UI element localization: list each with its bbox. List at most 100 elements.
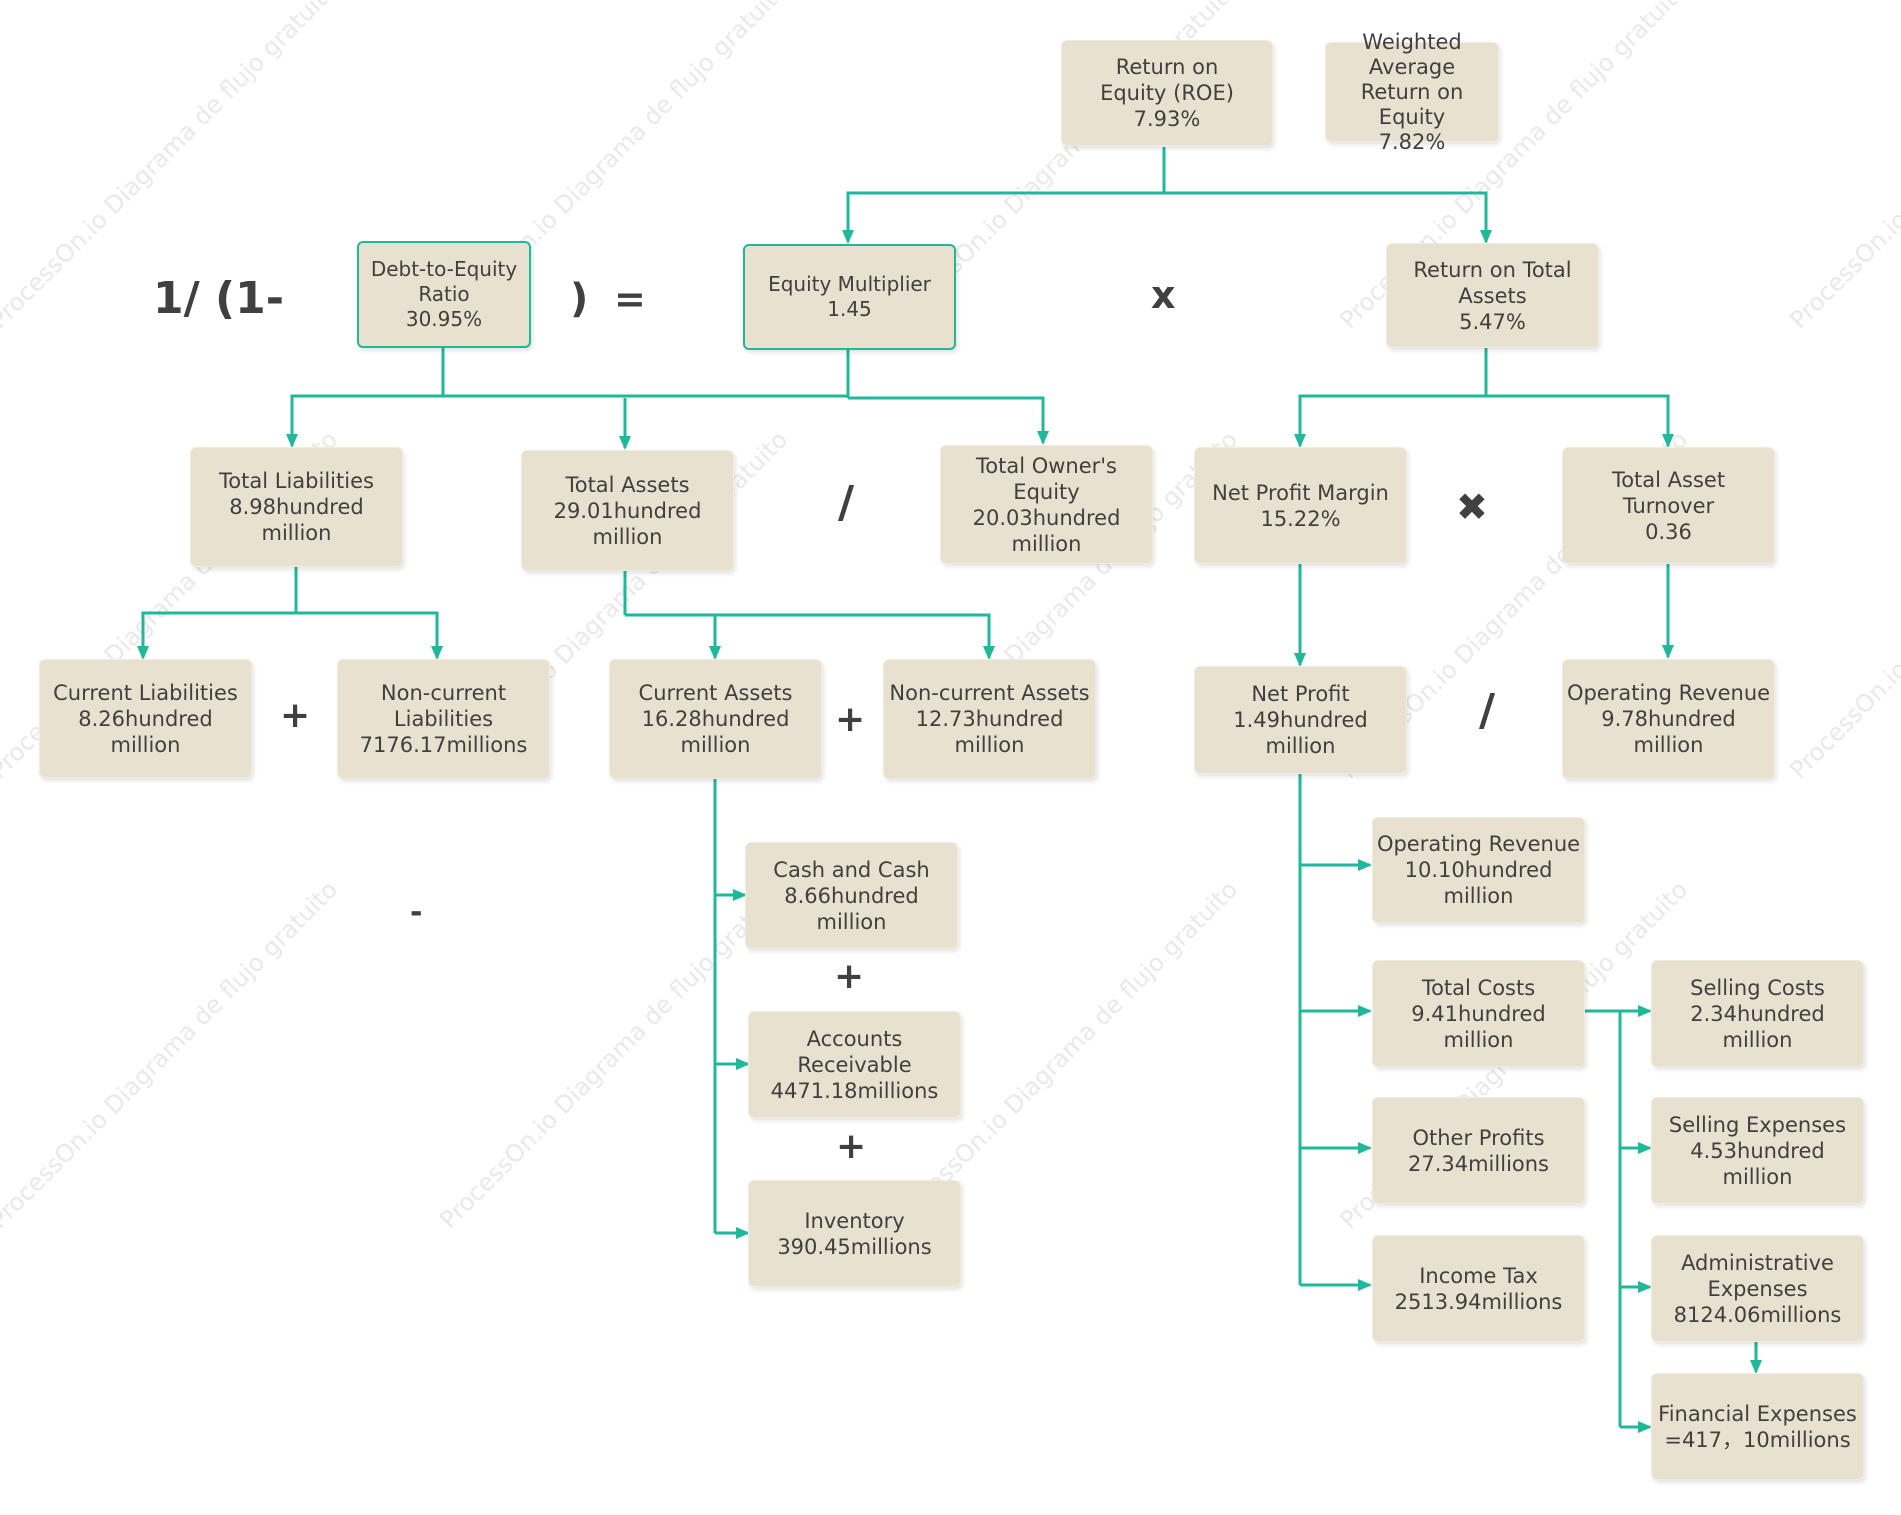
noncurrent-assets-node[interactable]: Non-current Assets 12.73hundred million bbox=[883, 659, 1096, 779]
administrative-expenses-node[interactable]: Administrative Expenses 8124.06millions bbox=[1651, 1235, 1864, 1342]
roe-title: Return on Equity (ROE) bbox=[1100, 55, 1234, 105]
cash-title: Cash and Cash bbox=[773, 857, 930, 882]
current-liabilities-node[interactable]: Current Liabilities 8.26hundred million bbox=[39, 659, 252, 778]
equals-operator: = bbox=[614, 277, 646, 321]
operating-revenue-value: 9.78hundred million bbox=[1601, 707, 1736, 757]
weighted-roe-node[interactable]: Weighted Average Return on Equity 7.82% bbox=[1325, 30, 1499, 154]
current-liabilities-value: 8.26hundred million bbox=[78, 706, 213, 757]
other-profits-node[interactable]: Other Profits 27.34millions bbox=[1372, 1097, 1585, 1204]
debt-to-equity-title: Debt-to-Equity Ratio bbox=[370, 257, 518, 306]
net-profit-margin-node[interactable]: Net Profit Margin 15.22% bbox=[1194, 447, 1407, 564]
total-asset-turnover-node[interactable]: Total Asset Turnover 0.36 bbox=[1562, 447, 1775, 564]
operating-revenue-sub-node[interactable]: Operating Revenue 10.10hundred million bbox=[1372, 817, 1585, 923]
total-liabilities-value: 8.98hundred million bbox=[229, 495, 364, 545]
connector-to-noncurrent-liabilities bbox=[296, 611, 443, 660]
net-profit-node[interactable]: Net Profit 1.49hundred million bbox=[1194, 666, 1407, 774]
equity-multiplier-node[interactable]: Equity Multiplier 1.45 bbox=[743, 244, 956, 350]
cash-value: 8.66hundred million bbox=[784, 883, 919, 934]
return-on-total-assets-node[interactable]: Return on Total Assets 5.47% bbox=[1386, 243, 1599, 348]
rota-value: 5.47% bbox=[1459, 309, 1526, 334]
total-liabilities-title: Total Liabilities bbox=[219, 469, 374, 493]
selling-costs-title: Selling Costs bbox=[1690, 975, 1825, 1000]
operating-revenue-sub-title: Operating Revenue bbox=[1376, 832, 1581, 856]
plus-operator-assets: + bbox=[835, 699, 866, 740]
close-paren-operator: ) bbox=[570, 276, 589, 322]
minus-operator: - bbox=[410, 895, 423, 930]
total-owners-equity-value: 20.03hundred million bbox=[972, 505, 1121, 556]
net-profit-value: 1.49hundred million bbox=[1233, 708, 1368, 758]
total-asset-turnover-title: Total Asset Turnover bbox=[1611, 467, 1726, 518]
selling-costs-node[interactable]: Selling Costs 2.34hundred million bbox=[1651, 960, 1864, 1067]
connector-to-npm bbox=[1294, 394, 1486, 448]
total-owners-equity-title: Total Owner's Equity bbox=[975, 453, 1117, 504]
inventory-value: 390.45millions bbox=[777, 1234, 932, 1259]
administrative-expenses-title: Administrative Expenses bbox=[1681, 1250, 1834, 1301]
total-liabilities-node[interactable]: Total Liabilities 8.98hundred million bbox=[190, 447, 403, 567]
noncurrent-assets-title: Non-current Assets bbox=[889, 681, 1090, 705]
connector-de-down bbox=[286, 348, 445, 448]
multiply-heavy-operator: ✖ bbox=[1456, 485, 1488, 529]
inventory-title: Inventory bbox=[804, 1208, 905, 1233]
operating-revenue-title: Operating Revenue bbox=[1566, 681, 1771, 705]
selling-expenses-title: Selling Expenses bbox=[1668, 1112, 1847, 1137]
current-assets-node[interactable]: Current Assets 16.28hundred million bbox=[609, 659, 822, 779]
rota-title: Return on Total Assets bbox=[1413, 257, 1572, 308]
plus-operator-liabilities: + bbox=[280, 695, 311, 736]
connector-to-tat bbox=[1486, 394, 1674, 448]
connector-roe-to-rota bbox=[1164, 191, 1492, 244]
divide-operator-profit: / bbox=[1479, 685, 1496, 736]
operating-revenue-node[interactable]: Operating Revenue 9.78hundred million bbox=[1562, 659, 1775, 779]
weighted-roe-title: Weighted Average Return on Equity bbox=[1360, 29, 1464, 129]
connector-to-owners-equity bbox=[848, 396, 1049, 445]
current-assets-title: Current Assets bbox=[638, 681, 793, 705]
income-tax-value: 2513.94millions bbox=[1394, 1289, 1563, 1314]
other-profits-title: Other Profits bbox=[1412, 1125, 1545, 1150]
plus-operator-receivable: + bbox=[836, 1126, 867, 1167]
roe-value: 7.93% bbox=[1133, 107, 1201, 131]
inventory-node[interactable]: Inventory 390.45millions bbox=[748, 1180, 961, 1287]
income-tax-node[interactable]: Income Tax 2513.94millions bbox=[1372, 1235, 1585, 1342]
current-liabilities-title: Current Liabilities bbox=[53, 680, 238, 705]
noncurrent-liabilities-title: Non-current Liabilities bbox=[380, 681, 507, 731]
net-profit-margin-title: Net Profit Margin bbox=[1212, 480, 1389, 505]
debt-to-equity-node[interactable]: Debt-to-Equity Ratio 30.95% bbox=[357, 241, 531, 348]
divide-operator-equity: / bbox=[838, 477, 855, 528]
total-owners-equity-node[interactable]: Total Owner's Equity 20.03hundred millio… bbox=[940, 445, 1153, 564]
times-operator: x bbox=[1151, 273, 1176, 317]
noncurrent-assets-value: 12.73hundred million bbox=[915, 707, 1064, 757]
total-costs-title: Total Costs bbox=[1421, 975, 1536, 1000]
total-assets-title: Total Assets bbox=[565, 472, 690, 497]
equity-multiplier-value: 1.45 bbox=[827, 297, 872, 321]
plus-operator-cash: + bbox=[834, 956, 865, 997]
noncurrent-liabilities-node[interactable]: Non-current Liabilities 7176.17millions bbox=[337, 659, 550, 779]
formula-prefix-operator: 1/ (1- bbox=[153, 273, 284, 324]
equity-multiplier-title: Equity Multiplier bbox=[768, 272, 931, 296]
total-assets-value: 29.01hundred million bbox=[553, 498, 702, 549]
cash-node[interactable]: Cash and Cash 8.66hundred million bbox=[745, 842, 958, 949]
administrative-expenses-value: 8124.06millions bbox=[1673, 1302, 1842, 1327]
operating-revenue-sub-value: 10.10hundred million bbox=[1404, 858, 1553, 908]
connector-roe-to-equity-multiplier bbox=[842, 191, 1164, 244]
accounts-receivable-value: 4471.18millions bbox=[770, 1078, 939, 1103]
selling-costs-value: 2.34hundred million bbox=[1690, 1001, 1825, 1052]
noncurrent-liabilities-value: 7176.17millions bbox=[359, 733, 528, 757]
total-asset-turnover-value: 0.36 bbox=[1645, 519, 1692, 544]
income-tax-title: Income Tax bbox=[1419, 1263, 1538, 1288]
financial-expenses-value: =417，10millions bbox=[1664, 1427, 1851, 1452]
connector-to-current-liabilities bbox=[137, 611, 296, 660]
debt-to-equity-value: 30.95% bbox=[405, 307, 483, 331]
financial-expenses-node[interactable]: Financial Expenses =417，10millions bbox=[1651, 1373, 1864, 1480]
selling-expenses-value: 4.53hundred million bbox=[1690, 1138, 1825, 1189]
total-assets-node[interactable]: Total Assets 29.01hundred million bbox=[521, 450, 734, 571]
accounts-receivable-title: Accounts Receivable bbox=[797, 1026, 912, 1077]
selling-expenses-node[interactable]: Selling Expenses 4.53hundred million bbox=[1651, 1097, 1864, 1204]
other-profits-value: 27.34millions bbox=[1407, 1151, 1549, 1176]
total-costs-value: 9.41hundred million bbox=[1411, 1001, 1546, 1052]
total-costs-node[interactable]: Total Costs 9.41hundred million bbox=[1372, 960, 1585, 1067]
connector-to-current-assets bbox=[625, 613, 721, 660]
current-assets-value: 16.28hundred million bbox=[641, 707, 790, 757]
accounts-receivable-node[interactable]: Accounts Receivable 4471.18millions bbox=[748, 1011, 961, 1118]
financial-expenses-title: Financial Expenses bbox=[1658, 1401, 1857, 1426]
roe-node[interactable]: Return on Equity (ROE) 7.93% bbox=[1061, 40, 1273, 146]
